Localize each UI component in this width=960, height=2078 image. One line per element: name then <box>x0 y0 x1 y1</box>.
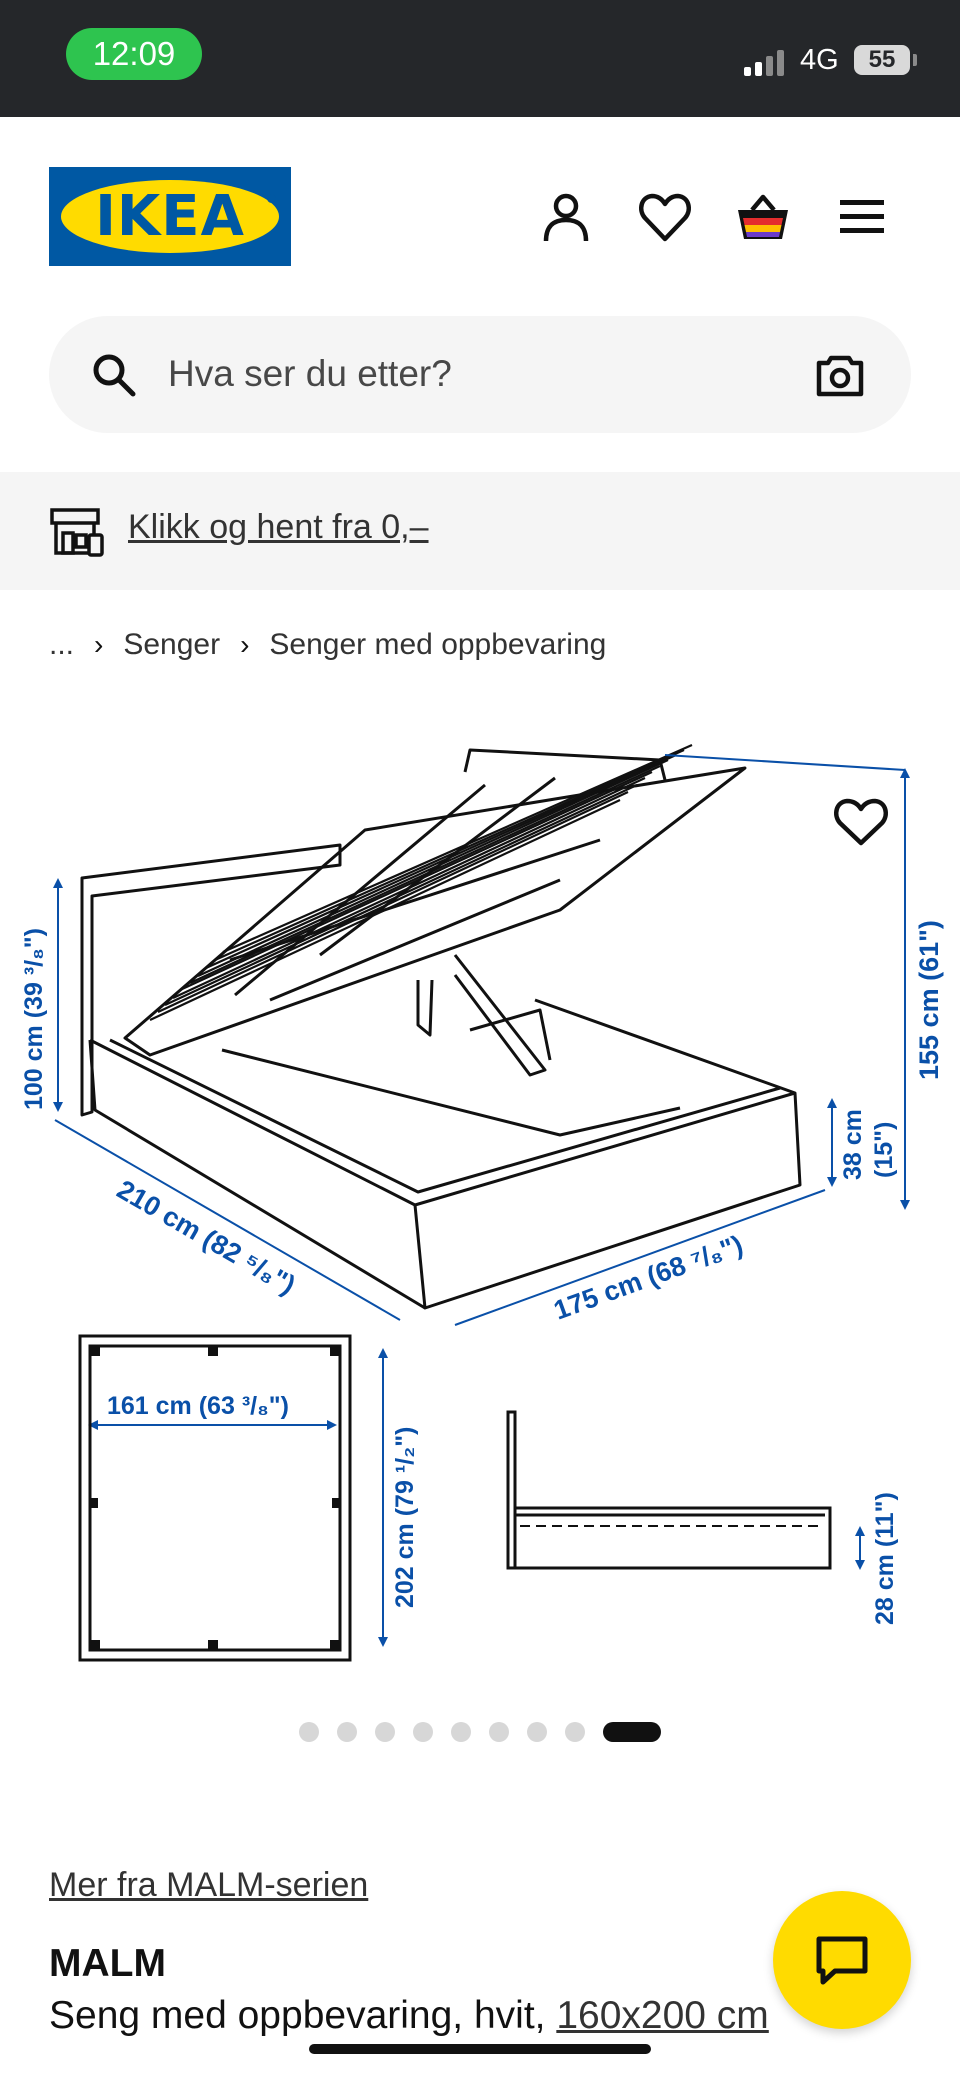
gallery-dot[interactable] <box>337 1722 357 1742</box>
logo-oval <box>61 180 279 253</box>
dim-lifted-height: 155 cm (61") <box>914 920 944 1080</box>
gallery-dot-active[interactable] <box>603 1722 661 1742</box>
gallery-dot[interactable] <box>451 1722 471 1742</box>
dim-width: 175 cm (68 ⁷/₈") <box>550 1229 747 1325</box>
dim-inner-width: 161 cm (63 ³/₈") <box>107 1392 289 1420</box>
click-collect-link[interactable]: Klikk og hent fra 0,– <box>128 508 429 546</box>
battery-icon: 55 <box>854 45 917 75</box>
breadcrumb-senger[interactable]: Senger <box>123 628 221 661</box>
menu-icon[interactable] <box>834 189 890 245</box>
chat-button[interactable] <box>773 1891 911 2029</box>
product-name: MALM <box>49 1942 166 1985</box>
logo-text: IKEA <box>95 184 245 249</box>
user-icon[interactable] <box>538 189 594 245</box>
gallery-dot[interactable] <box>413 1722 433 1742</box>
gallery-dot[interactable] <box>299 1722 319 1742</box>
series-link[interactable]: Mer fra MALM-serien <box>49 1866 369 1904</box>
breadcrumb-ellipsis[interactable]: ... <box>49 628 75 661</box>
dim-length: 210 cm (82 ⁵/₈") <box>112 1174 300 1300</box>
gallery-dot[interactable] <box>527 1722 547 1742</box>
chevron-right-icon: › <box>240 629 250 660</box>
click-collect-banner[interactable]: Klikk og hent fra 0,– <box>0 472 960 590</box>
home-indicator[interactable] <box>309 2044 651 2054</box>
product-image-gallery[interactable]: 100 cm (39 ³/₈") 155 cm (61") 210 cm (82… <box>0 700 960 1710</box>
dim-frame-height: 38 cm <box>839 1109 867 1180</box>
dim-frame-height-in: (15") <box>870 1122 898 1178</box>
search-bar[interactable]: Hva ser du etter? <box>49 316 911 433</box>
gallery-pagination[interactable] <box>0 1722 960 1746</box>
product-description-text: Seng med oppbevaring, hvit, <box>49 1994 557 2037</box>
camera-icon[interactable] <box>815 352 865 398</box>
status-bar: 12:09 4G 55 <box>0 0 960 117</box>
signal-icon <box>744 48 788 76</box>
bed-dimension-drawing: 100 cm (39 ³/₈") 155 cm (61") 210 cm (82… <box>20 743 944 1662</box>
breadcrumb: ... › Senger › Senger med oppbevaring <box>49 625 606 665</box>
gallery-dot[interactable] <box>565 1722 585 1742</box>
search-input[interactable]: Hva ser du etter? <box>168 353 452 394</box>
network-label: 4G <box>800 44 839 76</box>
ikea-logo[interactable]: IKEA <box>49 167 291 266</box>
dim-inner-length: 202 cm (79 ¹/₂") <box>391 1427 419 1608</box>
search-icon[interactable] <box>91 352 137 398</box>
add-to-favourites-heart-icon[interactable] <box>832 796 890 848</box>
chat-icon <box>816 1936 868 1985</box>
product-description: Seng med oppbevaring, hvit, 160x200 cm <box>49 1994 769 2038</box>
site-header: IKEA Hva ser du etter? <box>0 117 960 472</box>
store-pickup-icon <box>50 508 104 557</box>
chevron-right-icon: › <box>94 629 104 660</box>
dim-headboard-height: 100 cm (39 ³/₈") <box>20 928 48 1110</box>
breadcrumb-senger-med-oppbevaring[interactable]: Senger med oppbevaring <box>269 628 607 661</box>
size-link[interactable]: 160x200 cm <box>556 1994 769 2037</box>
registered-mark <box>267 194 276 203</box>
basket-icon[interactable] <box>735 189 791 245</box>
dim-clearance: 28 cm (11") <box>871 1492 899 1625</box>
gallery-dot[interactable] <box>489 1722 509 1742</box>
gallery-dot[interactable] <box>375 1722 395 1742</box>
heart-icon[interactable] <box>637 189 693 245</box>
status-time: 12:09 <box>66 28 202 80</box>
